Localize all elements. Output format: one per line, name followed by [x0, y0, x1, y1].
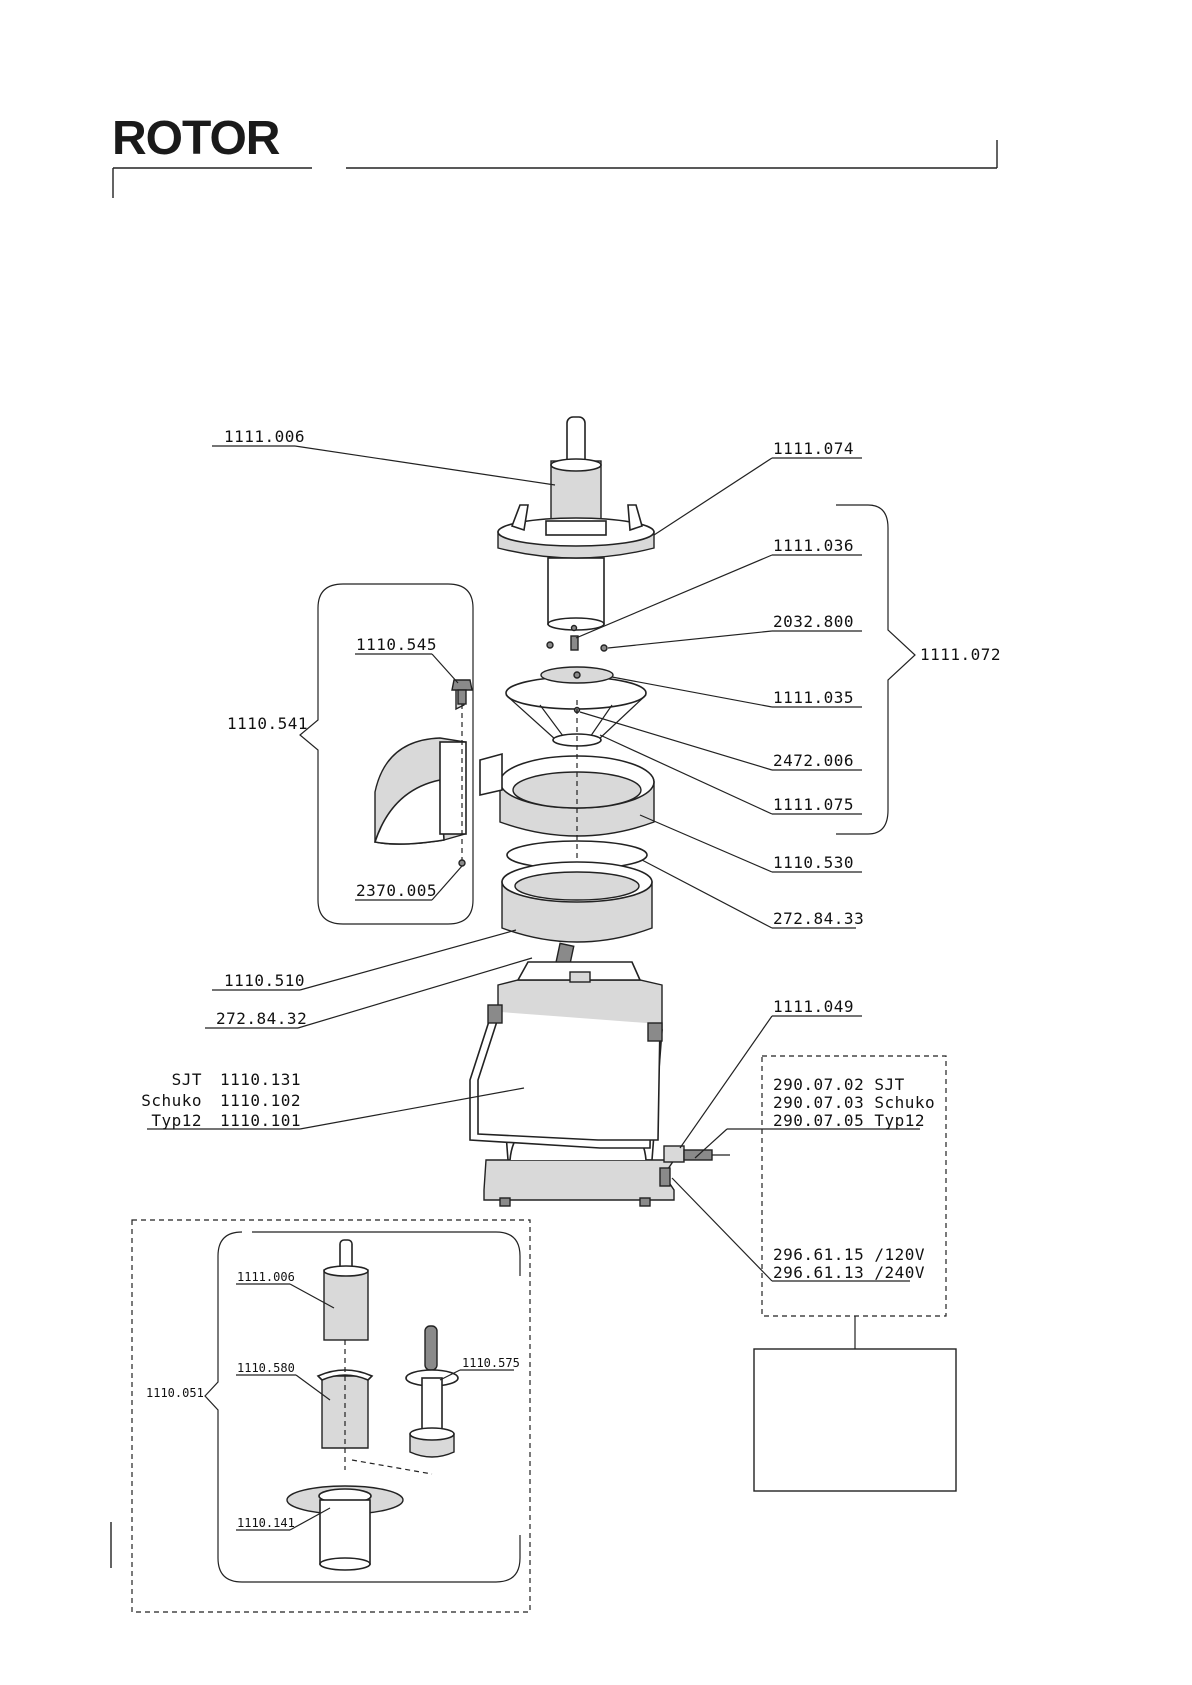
clamp-bracket-part — [469, 1004, 663, 1149]
accessory-kit-bracket — [204, 1231, 521, 1583]
callout-1111-074: 1111.074 — [773, 439, 854, 458]
bowl-part — [501, 861, 653, 943]
bowl-ring-part — [479, 700, 655, 905]
kit-pusher-label: 1111.006 — [237, 1270, 295, 1284]
cable-option: 290.07.02 SJT — [773, 1075, 905, 1094]
kit-dash-guide — [351, 1459, 433, 1475]
kit-lid-label: 1110.141 — [237, 1516, 295, 1530]
motor-variant-part: 1110.131 — [220, 1070, 301, 1089]
callout-1110-545: 1110.545 — [356, 635, 437, 654]
callout-1110-510: 1110.510 — [224, 971, 305, 990]
kit-insert-part — [316, 1340, 374, 1470]
blank-label-box — [753, 1348, 957, 1492]
header-frame — [112, 140, 998, 198]
kit-lid-part — [286, 1485, 404, 1571]
motor-variant-name: SJT — [172, 1070, 202, 1089]
callout-1111-072: 1111.072 — [920, 645, 1001, 664]
group-bracket-1111-072 — [836, 504, 916, 835]
callout-2472-006: 2472.006 — [773, 751, 854, 770]
callout-1111-049: 1111.049 — [773, 997, 854, 1016]
callout-2370-005: 2370.005 — [356, 881, 437, 900]
kit-pusher-part — [323, 1239, 369, 1341]
callout-1111-075: 1111.075 — [773, 795, 854, 814]
callout-1111-035: 1111.035 — [773, 688, 854, 707]
cable-list: 290.07.02 SJT 290.07.03 Schuko 290.07.05… — [773, 1075, 935, 1130]
voltage-part: 296.61.13 /240V — [773, 1263, 925, 1282]
voltage-part-list: 296.61.15 /120V 296.61.13 /240V — [773, 1245, 925, 1282]
callout-1110-541: 1110.541 — [227, 714, 308, 733]
cable-option: 290.07.03 Schuko — [773, 1093, 935, 1112]
callout-1111-006: 1111.006 — [224, 427, 305, 446]
kit-plunger-part — [405, 1325, 459, 1458]
kit-insert-label: 1110.580 — [237, 1361, 295, 1375]
callout-2032-800: 2032.800 — [773, 612, 854, 631]
motor-variant-part: 1110.101 — [220, 1111, 301, 1130]
screw-parts — [546, 624, 608, 652]
group-bracket-1110-541 — [299, 583, 474, 925]
callout-1110-530: 1110.530 — [773, 853, 854, 872]
outlet-chute-part — [373, 679, 473, 867]
cable-option: 290.07.05 Typ12 — [773, 1111, 925, 1130]
kit-group-label: 1110.051 — [146, 1386, 204, 1400]
leader-lines — [147, 445, 920, 1282]
brand-logo: ROTOR — [112, 112, 280, 165]
pusher-part — [547, 416, 605, 631]
motor-variant-list: SJT 1110.131 Schuko 1110.102 Typ12 1110.… — [141, 1070, 301, 1130]
accessory-kit-box — [131, 1219, 531, 1613]
callout-272-84-33: 272.84.33 — [773, 909, 864, 928]
kit-leader-lines — [236, 1283, 514, 1531]
callout-1111-036: 1111.036 — [773, 536, 854, 555]
callout-272-84-32: 272.84.32 — [216, 1009, 307, 1028]
voltage-part: 296.61.15 /120V — [773, 1245, 925, 1264]
motor-variant-name: Typ12 — [151, 1111, 202, 1130]
kit-plunger-label: 1110.575 — [462, 1356, 520, 1370]
lid-part — [497, 504, 655, 559]
cutting-basket-part — [505, 666, 647, 747]
motor-variant-name: Schuko — [141, 1091, 202, 1110]
motor-variant-part: 1110.102 — [220, 1091, 301, 1110]
cable-options-box — [761, 1055, 947, 1317]
